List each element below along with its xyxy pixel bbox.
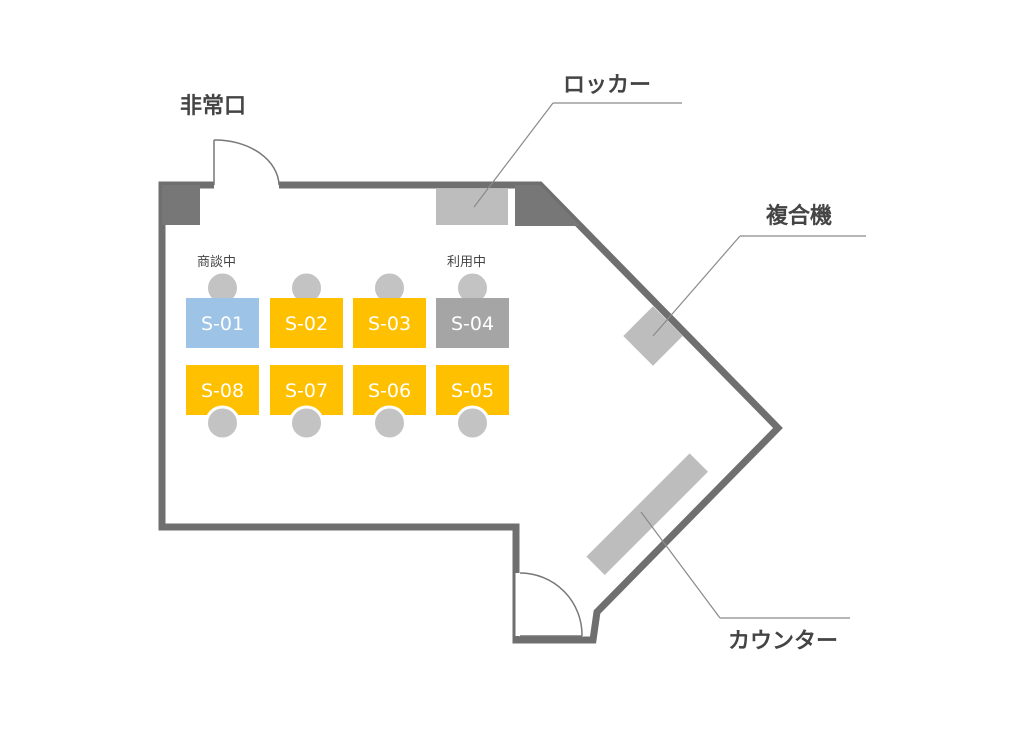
desk-s-01[interactable]	[186, 298, 259, 348]
chair-s-06	[372, 405, 407, 441]
lockers-label: ロッカー	[563, 73, 651, 98]
desk-label-s-03: S-03	[368, 313, 411, 335]
desk-s-02[interactable]	[270, 298, 343, 348]
desk-s-03[interactable]	[353, 298, 426, 348]
entrance-door-swing	[519, 572, 583, 637]
desk-label-s-02: S-02	[285, 313, 328, 335]
desk-label-s-04: S-04	[451, 313, 494, 335]
desk-label-s-01: S-01	[201, 313, 244, 335]
emergency-exit-label: 非常口	[180, 93, 246, 119]
counter-leader	[640, 511, 721, 619]
chair-s-07	[289, 405, 324, 441]
desk-s-04[interactable]	[436, 298, 509, 348]
counter	[586, 453, 709, 576]
status-label-in-use: 利用中	[447, 255, 486, 270]
seats: S-01 S-02 S-03 S-04S-08 S-07 S-06 S-05	[186, 270, 509, 441]
status-label-meeting: 商談中	[197, 254, 236, 270]
printer-leader	[652, 235, 741, 337]
lockers	[436, 189, 508, 225]
lockers-leader	[473, 102, 554, 208]
desk-label-s-08: S-08	[201, 380, 244, 402]
counter-label: カウンター	[728, 629, 838, 654]
chair-s-08	[205, 405, 240, 441]
pillar-right	[515, 185, 580, 226]
exit-door-swing	[213, 139, 280, 186]
desk-label-s-07: S-07	[285, 380, 328, 402]
desk-label-s-05: S-05	[451, 380, 494, 402]
desk-label-s-06: S-06	[368, 380, 411, 402]
printer-label: 複合機	[766, 203, 832, 229]
pillar-left	[162, 185, 200, 225]
chair-s-05	[455, 405, 490, 441]
